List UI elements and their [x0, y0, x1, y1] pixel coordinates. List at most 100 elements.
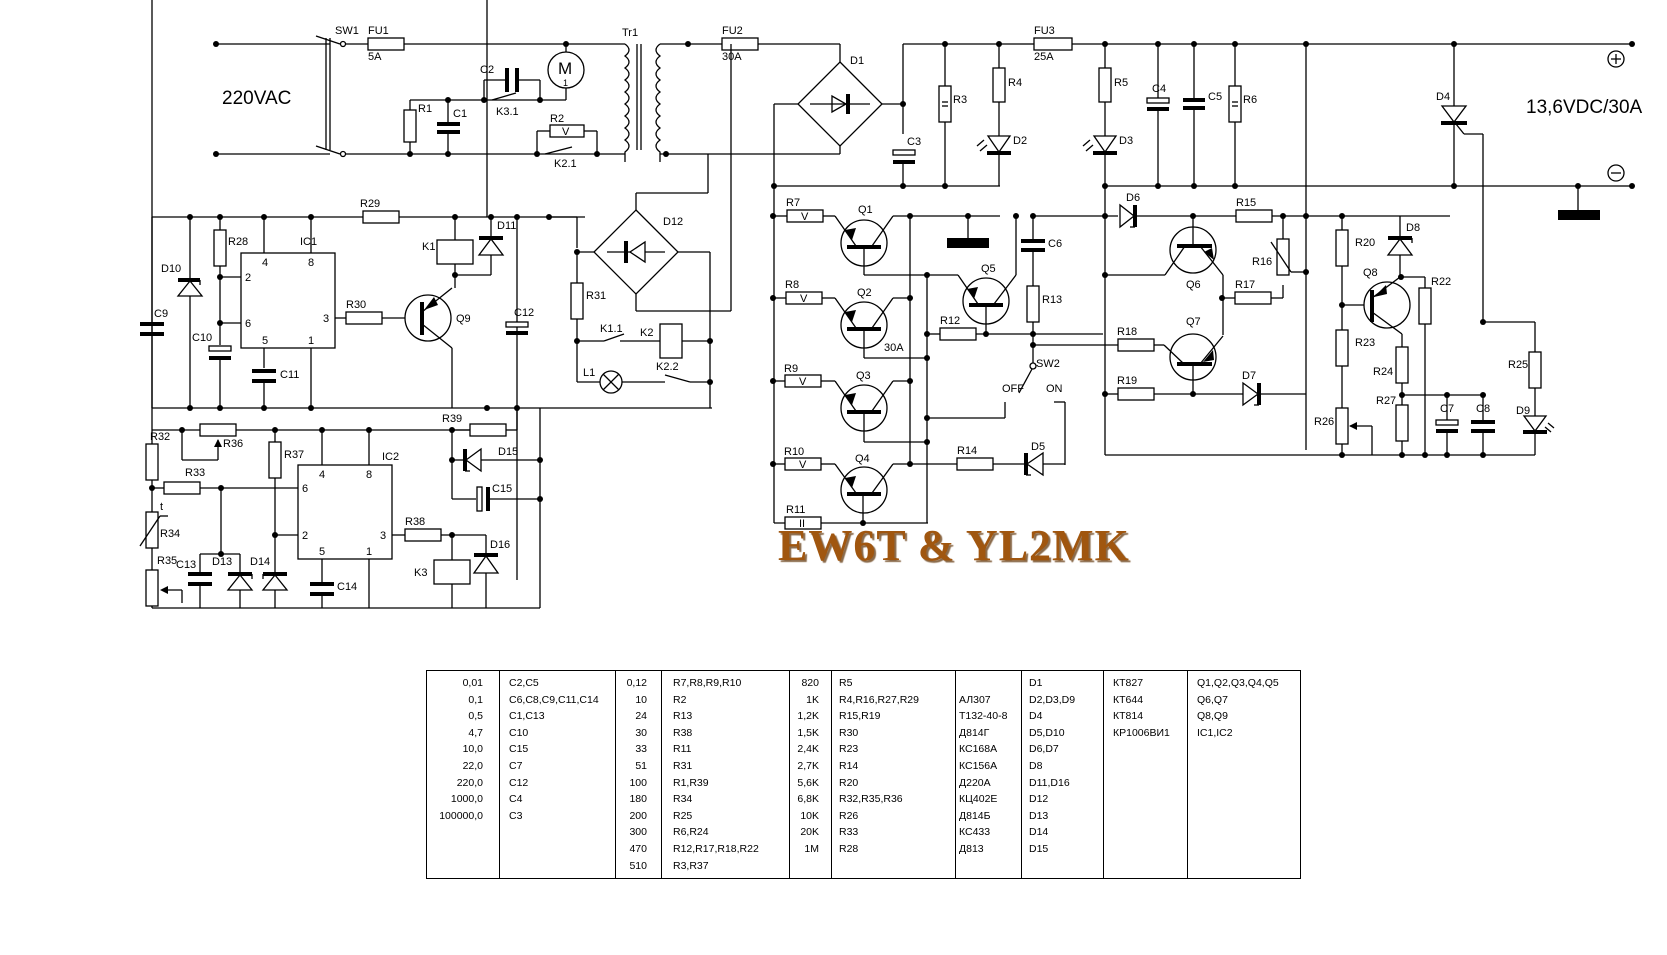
bom-cell-resistors-high-value: 6,8K — [797, 793, 819, 806]
zener-d7 — [1242, 381, 1260, 407]
resistor-r29 — [362, 210, 400, 224]
bom-cell-diodes-type: Д814Г — [959, 726, 990, 739]
resistor-r23 — [1335, 329, 1349, 367]
bom-cell-resistors-high-parts: R5 — [839, 677, 853, 689]
bom-cell-diodes-parts: D4 — [1029, 710, 1043, 723]
bom-cell-semis-parts: IC1,IC2 — [1197, 726, 1233, 739]
r31-label: R31 — [586, 290, 606, 302]
ic1-label: IC1 — [300, 236, 317, 248]
bom-col-res-high-values — [789, 671, 832, 878]
d2-label: D2 — [1013, 135, 1027, 147]
r35-label: R35 — [157, 555, 177, 567]
bom-cell-resistors-low-parts: R25 — [673, 809, 693, 822]
q3-label: Q3 — [856, 370, 871, 382]
bom-cell-semis-type: КТ814 — [1113, 710, 1144, 723]
r28-label: R28 — [228, 236, 248, 248]
d5-label: D5 — [1031, 441, 1045, 453]
r26-label: R26 — [1314, 416, 1334, 428]
resistor-r25 — [1528, 351, 1542, 389]
bom-cell-capacitors-value: 0,01 — [462, 677, 483, 689]
r3-label: R3 — [953, 94, 967, 106]
ic1-pin2: 2 — [245, 272, 251, 284]
q3-stage: V R9 Q3 — [770, 363, 927, 443]
r29-label: R29 — [360, 198, 380, 210]
resistor-r19 — [1117, 387, 1155, 401]
bom-cell-resistors-low-parts: R38 — [673, 726, 693, 739]
bom-cell-capacitors-parts: C6,C8,C9,C11,C14 — [509, 693, 599, 706]
ic2-chip — [297, 464, 393, 560]
bom-cell-diodes-parts: D5,D10 — [1029, 726, 1065, 739]
r9-v-mark: V — [799, 376, 807, 388]
bom-cell-semis-type: КТ644 — [1113, 693, 1144, 706]
aux-rectifier-section: D12 R31 K1.1 K2 L1 K2.2 — [549, 44, 732, 408]
bom-cell-capacitors-parts: C7 — [509, 760, 523, 772]
bom-cell-diodes-type: АЛ307 — [959, 693, 991, 706]
bom-cell-resistors-high-parts: R4,R16,R27,R29 — [839, 693, 919, 706]
pot-r35 — [145, 569, 159, 607]
fu3-label: FU3 — [1034, 25, 1055, 37]
resistor-r22 — [1418, 287, 1432, 325]
heatsink-q5 — [947, 238, 989, 248]
bom-cell-capacitors-value: 22,0 — [462, 760, 483, 772]
bom-cell-resistors-high-parts: R32,R35,R36 — [839, 793, 903, 806]
d12-label: D12 — [663, 216, 683, 228]
bom-cell-resistors-high-parts: R15,R19 — [839, 710, 881, 723]
bom-cell-resistors-low-parts: R2 — [673, 693, 687, 706]
zener-d8 — [1386, 237, 1414, 256]
bom-cell-resistors-high-value: 2,7K — [797, 760, 819, 772]
bom-cell-resistors-low-value: 100 — [629, 776, 647, 789]
bom-cell-capacitors-value: 100000,0 — [439, 809, 483, 822]
r36-label: R36 — [223, 438, 243, 450]
bom-cell-resistors-high-value: 820 — [801, 677, 819, 689]
r2-v-mark: V — [562, 126, 570, 138]
ic1-chip — [240, 252, 336, 349]
resistor-r15 — [1235, 209, 1273, 223]
thyristor-d4 — [1440, 105, 1468, 124]
bom-cell-resistors-high-value: 1,5K — [797, 726, 819, 739]
sw2-on-label: ON — [1046, 383, 1063, 395]
c13-label: C13 — [176, 559, 196, 571]
bom-cell-resistors-high-value: 1M — [804, 843, 819, 855]
bom-cell-diodes-parts: D15 — [1029, 843, 1049, 855]
bom-cell-resistors-low-value: 510 — [629, 859, 647, 872]
r13-label: R13 — [1042, 294, 1062, 306]
ic2-pin1: 1 — [366, 546, 372, 558]
r4-label: R4 — [1008, 77, 1022, 89]
k1-label: K1 — [422, 241, 435, 253]
r6-label: R6 — [1243, 94, 1257, 106]
r10-v-mark: V — [799, 459, 807, 471]
bom-cell-resistors-low-value: 30 — [635, 726, 647, 739]
control-section: D6 R15 Q6 R17 R16 R18 — [1030, 186, 1555, 458]
c11-label: C11 — [280, 369, 299, 381]
ic1-pin1: 1 — [308, 335, 314, 347]
bom-cell-resistors-high-parts: R33 — [839, 826, 859, 839]
c6-label: C6 — [1048, 238, 1062, 250]
bom-cell-resistors-high-parts: R28 — [839, 843, 859, 855]
k2-label: K2 — [640, 327, 653, 339]
r7-label: R7 — [786, 197, 800, 209]
q8-label: Q8 — [1363, 267, 1378, 279]
bom-cell-resistors-low-parts: R13 — [673, 710, 693, 723]
resistor-r5 — [1098, 67, 1112, 103]
ic2-pin2: 2 — [302, 530, 308, 542]
k3-1-label: K3.1 — [496, 106, 519, 118]
fu3-rating: 25A — [1034, 51, 1054, 63]
bom-col-res-high-parts — [831, 671, 956, 878]
bom-col-semi-types — [1103, 671, 1188, 878]
bom-cell-capacitors-parts: C2,C5 — [509, 677, 539, 689]
diode-d16 — [472, 554, 500, 574]
bom-cell-diodes-type: КЦ402Е — [959, 793, 998, 806]
ic1-timer-section: R29 C9 D10 R28 C10 IC1 4 8 2 6 — [140, 0, 712, 580]
q4-label: Q4 — [855, 453, 870, 465]
bom-cell-resistors-high-value: 1K — [806, 693, 819, 706]
ic2-pin6: 6 — [302, 483, 308, 495]
r19-label: R19 — [1117, 375, 1137, 387]
bom-cell-diodes-parts: D1 — [1029, 677, 1043, 689]
c9-label: C9 — [154, 308, 168, 320]
resistor-r12 — [939, 327, 977, 341]
ic1-pin6: 6 — [245, 318, 251, 330]
resistor-r33 — [163, 481, 201, 495]
bom-cell-resistors-low-value: 24 — [635, 710, 647, 723]
